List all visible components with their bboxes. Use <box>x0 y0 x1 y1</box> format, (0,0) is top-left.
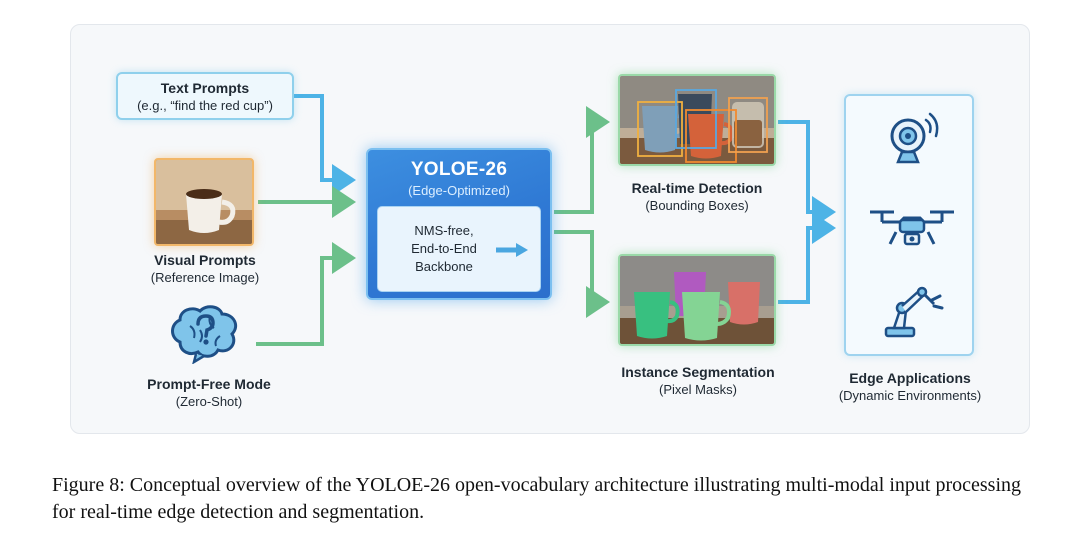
prompt-free-title: Prompt-Free Mode <box>147 376 271 392</box>
visual-prompts-subtitle: (Reference Image) <box>150 270 260 285</box>
camera-icon <box>890 112 939 164</box>
coffee-cup-icon <box>156 160 252 244</box>
figure-caption: Figure 8: Conceptual overview of the YOL… <box>52 474 1021 523</box>
model-subtitle: (Edge-Optimized) <box>408 183 510 198</box>
detection-label: Real-time Detection (Bounding Boxes) <box>604 180 790 213</box>
text-prompts-title: Text Prompts <box>160 80 250 96</box>
cups-segmentation-icon <box>620 256 774 344</box>
visual-prompt-image <box>154 158 254 246</box>
edge-applications-box <box>844 94 974 356</box>
edge-title: Edge Applications <box>849 370 971 386</box>
arrow-model-to-segmentation <box>554 230 610 318</box>
visual-prompts-label: Visual Prompts (Reference Image) <box>130 252 280 285</box>
arrow-segmentation-to-edge <box>778 212 836 304</box>
robot-arm-icon <box>884 286 944 338</box>
visual-prompts-title: Visual Prompts <box>154 252 256 268</box>
model-title: YOLOE-26 <box>410 159 508 180</box>
arrow-promptfree-to-model <box>256 242 356 346</box>
backbone-line-2: End-to-End <box>411 241 477 256</box>
segmentation-title: Instance Segmentation <box>621 364 775 380</box>
arrow-right-icon <box>496 243 528 257</box>
yoloe-model-box: YOLOE-26 (Edge-Optimized) NMS-free, End-… <box>366 148 552 300</box>
prompt-free-label: Prompt-Free Mode (Zero-Shot) <box>124 376 294 409</box>
edge-subtitle: (Dynamic Environments) <box>838 388 982 403</box>
drone-icon <box>870 210 954 246</box>
prompt-free-subtitle: (Zero-Shot) <box>175 394 243 409</box>
segmentation-label: Instance Segmentation (Pixel Masks) <box>596 364 800 397</box>
segmentation-image <box>618 254 776 346</box>
arrow-model-to-detection <box>554 106 610 214</box>
detection-title: Real-time Detection <box>631 180 763 196</box>
backbone-line-3: Backbone <box>415 259 473 274</box>
detection-subtitle: (Bounding Boxes) <box>645 198 749 213</box>
detection-image <box>618 74 776 166</box>
text-prompts-box: Text Prompts (e.g., “find the red cup”) <box>116 72 294 120</box>
edge-applications-label: Edge Applications (Dynamic Environments) <box>820 370 1000 403</box>
segmentation-subtitle: (Pixel Masks) <box>658 382 737 397</box>
brain-question-icon <box>171 305 238 364</box>
backbone-box: NMS-free, End-to-End Backbone <box>377 206 541 292</box>
backbone-line-1: NMS-free, <box>414 223 474 238</box>
text-prompts-example: (e.g., “find the red cup”) <box>137 98 273 113</box>
cups-detection-icon <box>620 76 774 164</box>
arrow-text-to-model <box>294 94 356 196</box>
